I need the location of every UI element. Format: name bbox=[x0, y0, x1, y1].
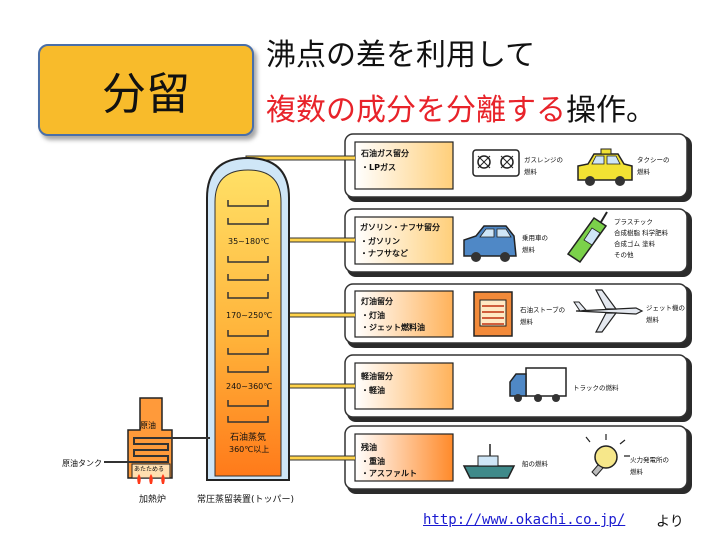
fraction-item-5-2: ・アスファルト bbox=[361, 469, 417, 478]
fraction-box-1 bbox=[354, 141, 454, 190]
source-link[interactable]: http://www.okachi.co.jp/ bbox=[423, 512, 626, 528]
fraction-item-5-1: ・重油 bbox=[361, 456, 385, 466]
temp-range-2: 170~250℃ bbox=[226, 311, 272, 320]
use-5-2-line-1: 火力発電所の bbox=[630, 455, 669, 464]
fraction-item-1-1: ・LPガス bbox=[361, 162, 396, 172]
flame-icon bbox=[161, 474, 165, 484]
light-bulb-icon bbox=[585, 434, 630, 477]
use-icons: ガスレンジの 燃料 タクシーの 燃料 乗用車の 燃料 bbox=[462, 148, 685, 479]
use-2-1-line-1: 乗用車の bbox=[522, 233, 548, 242]
fraction-name-1: 石油ガス留分 bbox=[360, 148, 409, 158]
fraction-texts: 石油ガス留分 ・LPガス ガソリン・ナフサ留分 ・ガソリン ・ナフサなど 灯油留… bbox=[360, 148, 440, 478]
fraction-item-3-1: ・灯油 bbox=[361, 310, 385, 320]
tower-caption: 常圧蒸留装置(トッパー) bbox=[197, 493, 294, 505]
subtitle-highlight: 複数の成分を分離する bbox=[266, 93, 566, 128]
vapor-label: 石油蒸気 bbox=[230, 431, 266, 443]
temp-range-1: 35~180℃ bbox=[228, 237, 269, 246]
subtitle-line-1: 沸点の差を利用して bbox=[266, 38, 536, 73]
heating-label: あたためる bbox=[134, 466, 164, 473]
subtitle-tail: 操作。 bbox=[566, 93, 656, 128]
use-1-2-line-2: 燃料 bbox=[637, 167, 651, 176]
use-2-2-line-3: 合成ゴム 塗料 bbox=[614, 239, 656, 248]
temp-range-3: 240~360℃ bbox=[226, 382, 272, 391]
use-2-1-line-2: 燃料 bbox=[522, 245, 536, 254]
taxi-icon bbox=[577, 148, 633, 186]
flame-icons bbox=[137, 474, 165, 484]
page-title: 分留 bbox=[102, 69, 190, 120]
truck-icon bbox=[509, 367, 567, 402]
title-box: 分留 bbox=[38, 44, 254, 136]
tower-trays bbox=[227, 200, 269, 423]
use-2-2-line-4: その他 bbox=[614, 250, 634, 259]
furnace: 原油 あたためる 原油タンク 加熱炉 常圧蒸留装置(トッパー) bbox=[62, 397, 294, 505]
fraction-item-2-2: ・ナフサなど bbox=[360, 248, 408, 258]
fraction-item-3-2: ・ジェット燃料油 bbox=[361, 322, 425, 332]
use-3-1-line-1: 石油ストーブの bbox=[520, 305, 565, 314]
vapor-temp-label: 360℃以上 bbox=[229, 445, 269, 454]
use-1-1-line-2: 燃料 bbox=[524, 167, 538, 176]
flame-icon bbox=[137, 474, 141, 484]
use-4-1-line-1: トラックの燃料 bbox=[573, 383, 619, 392]
tower-interior bbox=[214, 169, 282, 477]
fraction-item-4-1: ・軽油 bbox=[361, 385, 385, 395]
use-3-2-line-1: ジェット機の bbox=[646, 303, 685, 312]
subtitle-line-2: 複数の成分を分離する操作。 bbox=[266, 85, 656, 129]
car-icon bbox=[463, 225, 517, 262]
use-1-1-line-1: ガスレンジの bbox=[524, 155, 563, 164]
oil-stove-icon bbox=[473, 291, 513, 337]
use-5-1-line-1: 船の燃料 bbox=[522, 459, 549, 468]
fraction-box-4 bbox=[354, 362, 454, 410]
use-3-1-line-2: 燃料 bbox=[520, 317, 534, 326]
fraction-name-2: ガソリン・ナフサ留分 bbox=[360, 222, 440, 232]
fraction-name-3: 灯油留分 bbox=[361, 296, 393, 306]
fraction-name-4: 軽油留分 bbox=[361, 371, 393, 381]
heating-coil bbox=[112, 437, 210, 463]
fraction-item-2-1: ・ガソリン bbox=[360, 236, 400, 246]
mobile-phone-icon bbox=[566, 211, 608, 264]
flame-icon bbox=[149, 474, 153, 484]
furnace-caption: 加熱炉 bbox=[139, 493, 166, 505]
use-5-2-line-2: 燃料 bbox=[630, 467, 644, 476]
use-3-2-line-2: 燃料 bbox=[646, 315, 660, 324]
crude-tank-label: 原油タンク bbox=[62, 458, 102, 468]
furnace-crude-label: 原油 bbox=[140, 420, 156, 430]
ship-icon bbox=[462, 444, 516, 479]
jet-plane-icon bbox=[573, 289, 644, 333]
source-suffix: より bbox=[656, 514, 684, 530]
use-1-2-line-1: タクシーの bbox=[637, 155, 670, 164]
use-2-2-line-1: プラスチック bbox=[614, 218, 653, 226]
fraction-box-3 bbox=[354, 290, 454, 338]
gas-stove-icon bbox=[472, 149, 520, 177]
use-2-2-line-2: 合成樹脂 科学肥料 bbox=[614, 228, 669, 237]
fraction-box-2 bbox=[354, 216, 454, 265]
fraction-name-5: 残油 bbox=[361, 442, 377, 452]
distillation-tower: 35~180℃ 170~250℃ 240~360℃ 石油蒸気 360℃以上 bbox=[206, 156, 290, 481]
